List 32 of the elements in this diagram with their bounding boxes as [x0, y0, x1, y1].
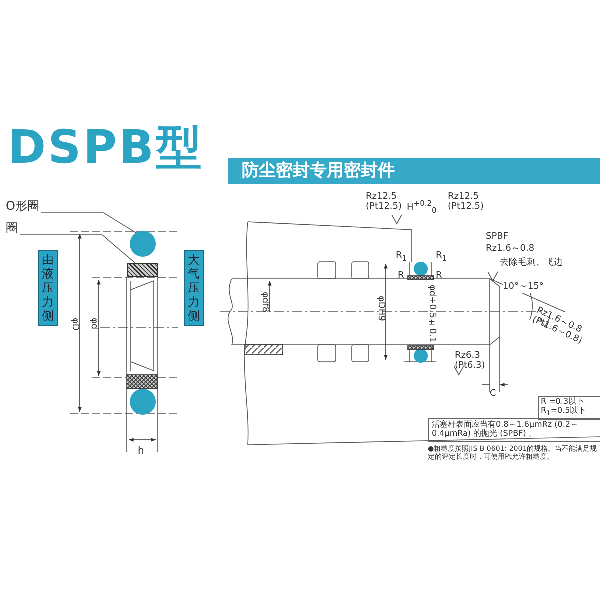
dimension-label: 10°～15°: [503, 283, 544, 293]
radius-label: R: [398, 272, 404, 282]
dimension-label: C: [490, 390, 496, 400]
seal-ring-section: [127, 263, 158, 277]
part-label: 圈: [6, 222, 18, 236]
title: DSPB型: [8, 124, 204, 170]
roughness-mark: Rz12.5 (Pt12.5): [448, 193, 486, 213]
note-text: R =0.3以下: [541, 398, 586, 406]
leader-line: [20, 234, 137, 264]
pressure-side-label: 由液压力侧: [38, 250, 58, 326]
roughness-mark: Rz12.5 (Pt12.5): [366, 193, 404, 213]
dimension-label: φDH9: [375, 296, 385, 322]
note-text: R$_{1}$=0.5以下: [541, 406, 588, 418]
dimension-label: φD: [69, 318, 79, 331]
roughness-mark: Rz6.3 (Pt6.3): [455, 352, 486, 372]
note-text: 去除毛刺、飞边: [500, 259, 563, 269]
roughness-mark: Rz1.6～0.8: [486, 245, 535, 255]
radius-label: R: [436, 272, 442, 282]
pressure-side-label: 大气压力侧: [184, 250, 204, 326]
part-label: O形圈: [6, 200, 40, 214]
o-ring-section: [130, 231, 156, 257]
note-box: [538, 396, 600, 420]
dimension-label: h: [138, 446, 144, 457]
leader-line: [40, 212, 138, 234]
dimension-label: φd: [88, 318, 98, 330]
title-band: 防尘密封专用密封件: [228, 158, 600, 184]
dimension-label: φdf8: [259, 292, 269, 313]
radius-label: R$_{1}$: [396, 252, 408, 264]
radius-label: R$_{1}$: [436, 252, 448, 264]
finish-label: SPBF: [486, 233, 508, 243]
dimension-label: φd+0.5±0.1: [426, 285, 436, 343]
note-box: 活塞杆表面应当有0.8～1.6μmRz (0.2～0.4μmRa) 的抛光 (SPBF) 。: [428, 418, 600, 442]
